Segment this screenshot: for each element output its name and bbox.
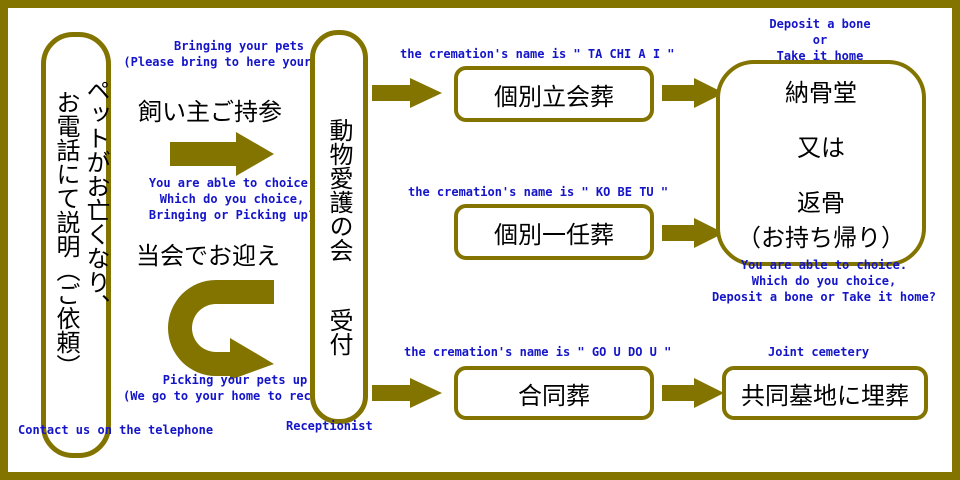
pickup-caption: Picking your pets up (We go to your home… [104, 372, 366, 404]
contact-vertical-text-line1: ペットがお亡くなり、 [82, 78, 110, 318]
result-bottom-caption-line2: Which do you choice, [751, 274, 897, 288]
result-bottom-caption-line1: You are able to choice. [740, 258, 908, 272]
service-box-goudou: 合同葬 [454, 366, 654, 420]
right-arrow-icon [662, 78, 724, 108]
service-box-tachiai: 個別立会葬 [454, 66, 654, 122]
cemetery-box: 共同墓地に埋葬 [722, 366, 928, 420]
u-turn-arrow-icon [168, 280, 274, 380]
choice-caption-line3: Bringing or Picking up? [148, 208, 316, 222]
reception-vertical-text-line1: 動物愛護の会 [325, 118, 353, 262]
result-bottom-caption-line3: Deposit a bone or Take it home? [712, 290, 936, 304]
result-line-mataha: 又は [797, 134, 845, 162]
result-line-noukotsudo: 納骨堂 [785, 79, 857, 107]
bringing-caption-line2: (Please bring to here your pets) [123, 55, 355, 69]
cemetery-caption: Joint cemetery [768, 345, 870, 359]
result-box: 納骨堂 又は 返骨 （お持ち帰り） [716, 60, 926, 266]
choice-caption-line1: You are able to choice. [148, 176, 316, 190]
contact-caption: Contact us on the telephone [18, 423, 214, 437]
service-label-goudou: 合同葬 [518, 381, 590, 410]
right-arrow-icon [372, 78, 442, 108]
reception-caption: Receptionist [286, 419, 373, 433]
cemetery-label: 共同墓地に埋葬 [741, 381, 909, 410]
right-arrow-icon [662, 378, 724, 408]
bringing-caption-line1: Bringing your pets [173, 39, 305, 53]
service-box-kobetu: 個別一任葬 [454, 204, 654, 260]
choice-caption-line2: Which do you choice, [159, 192, 305, 206]
service-label-kobetu: 個別一任葬 [494, 220, 614, 249]
bringing-caption: Bringing your pets (Please bring to here… [108, 38, 370, 70]
result-top-caption-line3: Take it home [776, 49, 864, 63]
choice-caption: You are able to choice. Which do you cho… [122, 175, 342, 223]
result-line-omochikaeri: （お持ち帰り） [737, 224, 905, 252]
right-arrow-icon [662, 218, 724, 248]
service-caption-kobetu: the cremation's name is " KO BE TU " [408, 185, 669, 199]
reception-vertical-text-line2: 受付 [325, 308, 353, 356]
right-arrow-icon [170, 132, 274, 176]
right-arrow-icon [372, 378, 442, 408]
reception-pill [310, 30, 368, 424]
service-caption-tachiai: the cremation's name is " TA CHI A I " [400, 47, 675, 61]
pickup-caption-line1: Picking your pets up [162, 373, 308, 387]
result-top-caption-line1: Deposit a bone [769, 17, 871, 31]
result-bottom-caption: You are able to choice. Which do you cho… [698, 257, 950, 305]
contact-pill [41, 32, 111, 458]
result-line-henkotsu: 返骨 [797, 189, 845, 217]
service-caption-goudou: the cremation's name is " GO U DO U " [404, 345, 672, 359]
contact-vertical-text-line2: お電話にて説明（ご依頼） [52, 90, 80, 378]
pickup-caption-line2: (We go to your home to receive) [123, 389, 347, 403]
service-label-tachiai: 個別立会葬 [494, 82, 614, 111]
result-top-caption-line2: or [812, 33, 828, 47]
bringing-label: 飼い主ご持参 [138, 98, 282, 126]
pickup-label: 当会でお迎え [136, 242, 280, 270]
result-top-caption: Deposit a bone or Take it home [750, 16, 890, 64]
